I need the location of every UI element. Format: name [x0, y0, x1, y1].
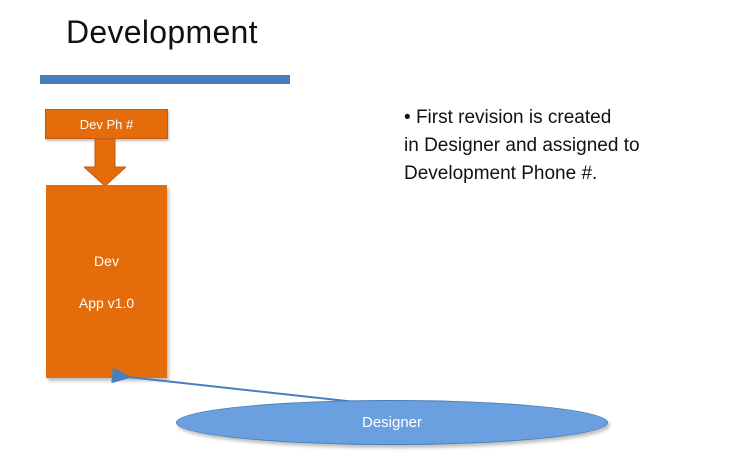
dev-app-version: App v1.0: [78, 295, 135, 311]
slide-title: Development: [66, 14, 258, 50]
title-underline: [40, 75, 290, 84]
bullet-point: • First revision is created in Designer …: [404, 104, 734, 188]
dev-phone-label: Dev Ph #: [79, 116, 134, 132]
designer-label: Designer: [361, 414, 423, 431]
dev-phone-box: Dev Ph #: [45, 109, 168, 139]
designer-ellipse: Designer: [176, 400, 608, 445]
dev-app-name: Dev: [94, 253, 119, 269]
dev-app-box: Dev App v1.0: [46, 185, 167, 378]
bullet-marker: •: [404, 107, 411, 128]
bullet-line-2: in Designer and assigned to: [404, 135, 640, 156]
down-arrow-icon: [84, 139, 126, 186]
bullet-line-1: • First revision is created: [404, 104, 734, 132]
bullet-line-1-text: First revision is created: [415, 107, 612, 128]
bullet-line-3: Development Phone #.: [404, 163, 598, 184]
